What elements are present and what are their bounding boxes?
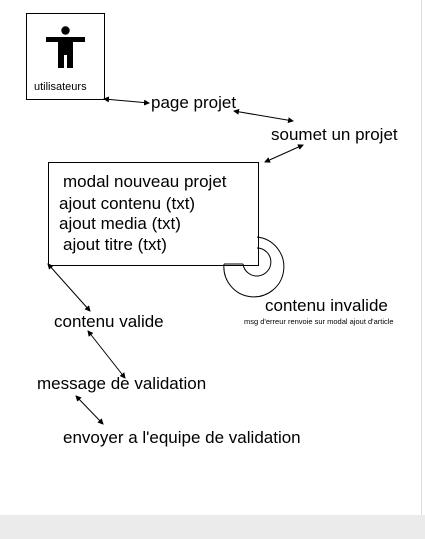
node-page-projet: page projet — [151, 93, 237, 112]
node-erreur-note: msg d'erreur renvoie sur modal ajout d'a… — [244, 317, 394, 326]
arrow-actor-page — [103, 96, 150, 106]
node-envoyer: envoyer a l'equipe de validation — [63, 428, 301, 447]
footer-bar — [0, 515, 425, 539]
arrow-message-envoyer — [75, 395, 104, 425]
arrow-soumet-modal — [264, 144, 304, 163]
modal-line-title: modal nouveau projet — [63, 172, 227, 191]
node-soumet-projet: soumet un projet — [271, 125, 398, 144]
arrow-valide-message — [87, 330, 126, 379]
actor-box: utilisateurs — [26, 13, 105, 100]
self-loop-invalide — [223, 236, 285, 298]
arrow-page-soumet — [233, 108, 294, 124]
node-contenu-invalide: contenu invalide — [265, 296, 388, 315]
node-message-validation: message de validation — [37, 374, 207, 393]
person-icon — [46, 26, 85, 68]
modal-line-titre: ajout titre (txt) — [63, 235, 167, 254]
diagram-canvas: utilisateurs page projet soumet un proje… — [26, 0, 422, 515]
arrow-modal-valide — [47, 263, 91, 312]
modal-box: modal nouveau projet ajout contenu (txt)… — [48, 162, 259, 266]
modal-line-media: ajout media (txt) — [59, 214, 181, 233]
node-contenu-valide: contenu valide — [54, 312, 164, 331]
modal-lines: modal nouveau projet ajout contenu (txt)… — [49, 163, 258, 265]
connectors-layer — [47, 96, 304, 425]
modal-line-contenu: ajout contenu (txt) — [59, 194, 196, 213]
actor-label: utilisateurs — [34, 81, 87, 93]
